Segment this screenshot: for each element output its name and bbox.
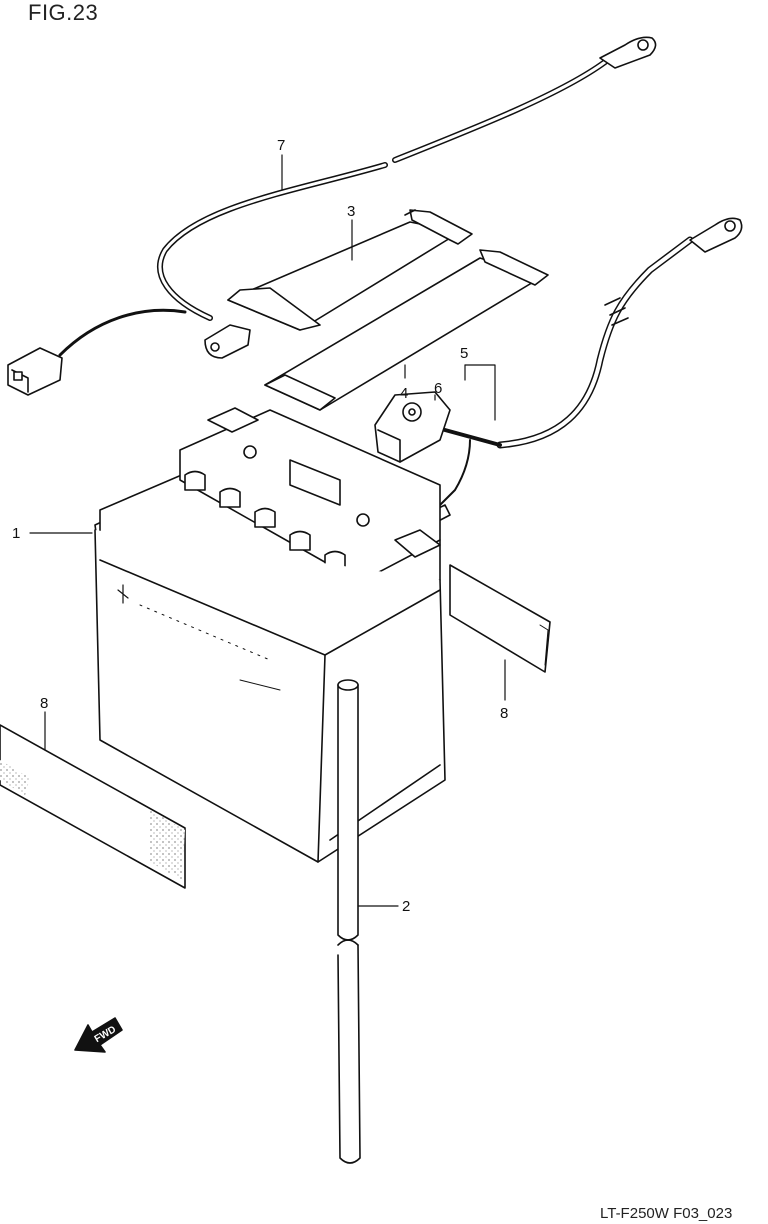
- callout-1: 1: [12, 525, 20, 542]
- callout-5: 5: [460, 345, 468, 362]
- battery-pad-left: [0, 724, 186, 889]
- negative-cable: [7, 36, 657, 396]
- battery-strap-lower: [264, 249, 549, 411]
- battery: [94, 407, 446, 863]
- callout-2: 2: [402, 898, 410, 915]
- callout-6: 6: [434, 380, 442, 397]
- callout-3: 3: [347, 203, 355, 220]
- breather-hose: [337, 679, 361, 1164]
- callout-8a: 8: [40, 695, 48, 712]
- positive-cable: [439, 217, 743, 506]
- callout-8b: 8: [500, 705, 508, 722]
- callout-4: 4: [400, 385, 408, 402]
- reference-code: LT-F250W F03_023: [600, 1205, 733, 1222]
- battery-strap-upper: [227, 209, 473, 331]
- battery-pad-right: [449, 564, 551, 673]
- callout-7: 7: [277, 137, 285, 154]
- figure-title: FIG.23: [28, 0, 99, 25]
- forward-arrow-icon: [74, 1017, 123, 1053]
- leader-lines: [29, 154, 506, 907]
